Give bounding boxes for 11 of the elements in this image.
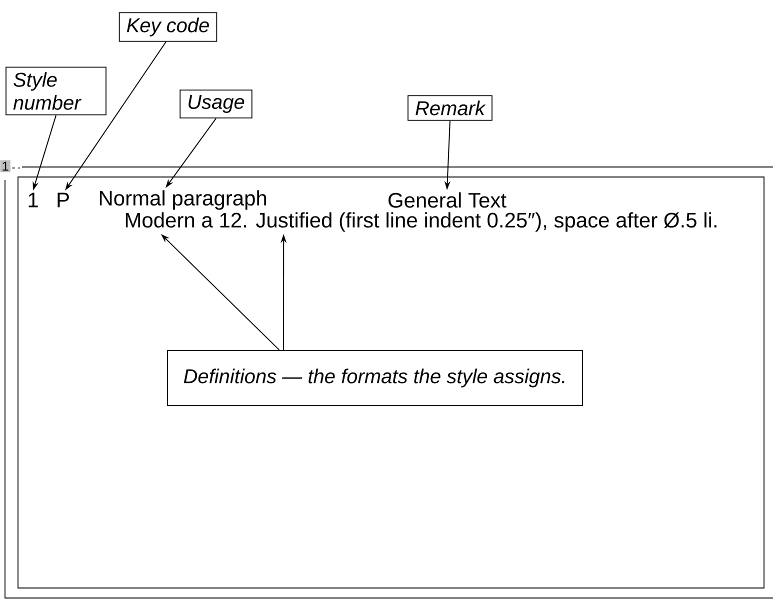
field-text: General Text bbox=[388, 192, 506, 208]
callout-box: Definitions — the formats the style assigns. bbox=[167, 350, 583, 406]
window-number: 1 bbox=[0, 160, 10, 172]
field-text: 1 bbox=[28, 192, 38, 208]
field-text: Normal paragraph bbox=[100, 190, 266, 210]
callout-box: Key code bbox=[118, 12, 218, 42]
callout-box: Style number bbox=[6, 66, 106, 116]
callout-box: Usage bbox=[180, 90, 252, 118]
callout-box: Remark bbox=[408, 95, 492, 121]
field-text: P bbox=[58, 192, 69, 208]
field-text: Modern a 12. Justified (first line indent 0.25″), space after Ø.5 li. bbox=[126, 212, 716, 232]
